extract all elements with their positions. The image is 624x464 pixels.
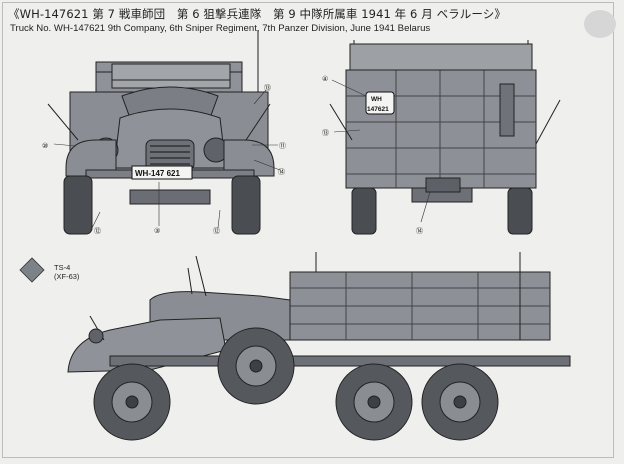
callout-4: ④ (322, 75, 328, 83)
front-view (47, 30, 275, 235)
caption-japanese: 《WH-147621 第 7 戦車師団 第 6 狙撃兵連隊 第 9 中隊所属車 … (8, 7, 506, 21)
callout-11: ⑪ (279, 142, 286, 150)
front-plate: WH-147 621 (135, 169, 180, 178)
corner-mark (584, 10, 616, 38)
rear-plate-line1: WH (371, 96, 382, 103)
callout-10: ⑩ (42, 142, 48, 150)
callout-14-front: ⑭ (278, 168, 285, 176)
color-swatch-icon (19, 257, 45, 283)
callout-12-right: ⑫ (213, 227, 220, 235)
color-ref: (XF-63) (54, 272, 80, 281)
side-view (67, 252, 571, 441)
callout-3: ③ (154, 227, 160, 235)
callout-12-left: ⑫ (94, 227, 101, 235)
front-callout-lines (53, 89, 281, 229)
color-code: TS-4 (54, 263, 71, 272)
callout-13-front: ⑬ (264, 84, 271, 92)
rear-callouts: ④ ⑬ ⑭ (322, 75, 423, 235)
caption-english: Truck No. WH-147621 9th Company, 6th Sni… (10, 23, 431, 34)
rear-callout-lines (331, 79, 431, 223)
rear-view (329, 40, 561, 235)
rear-plate-line2: 147621 (367, 106, 389, 113)
front-callouts: ⑩ ⑪ ⑫ ⑫ ③ ⑬ ⑭ (42, 84, 286, 235)
callout-14-rear: ⑭ (416, 227, 423, 235)
color-label: TS-4 (XF-63) (54, 263, 79, 281)
sheet-border (2, 2, 614, 458)
callout-13-rear: ⑬ (322, 129, 329, 137)
